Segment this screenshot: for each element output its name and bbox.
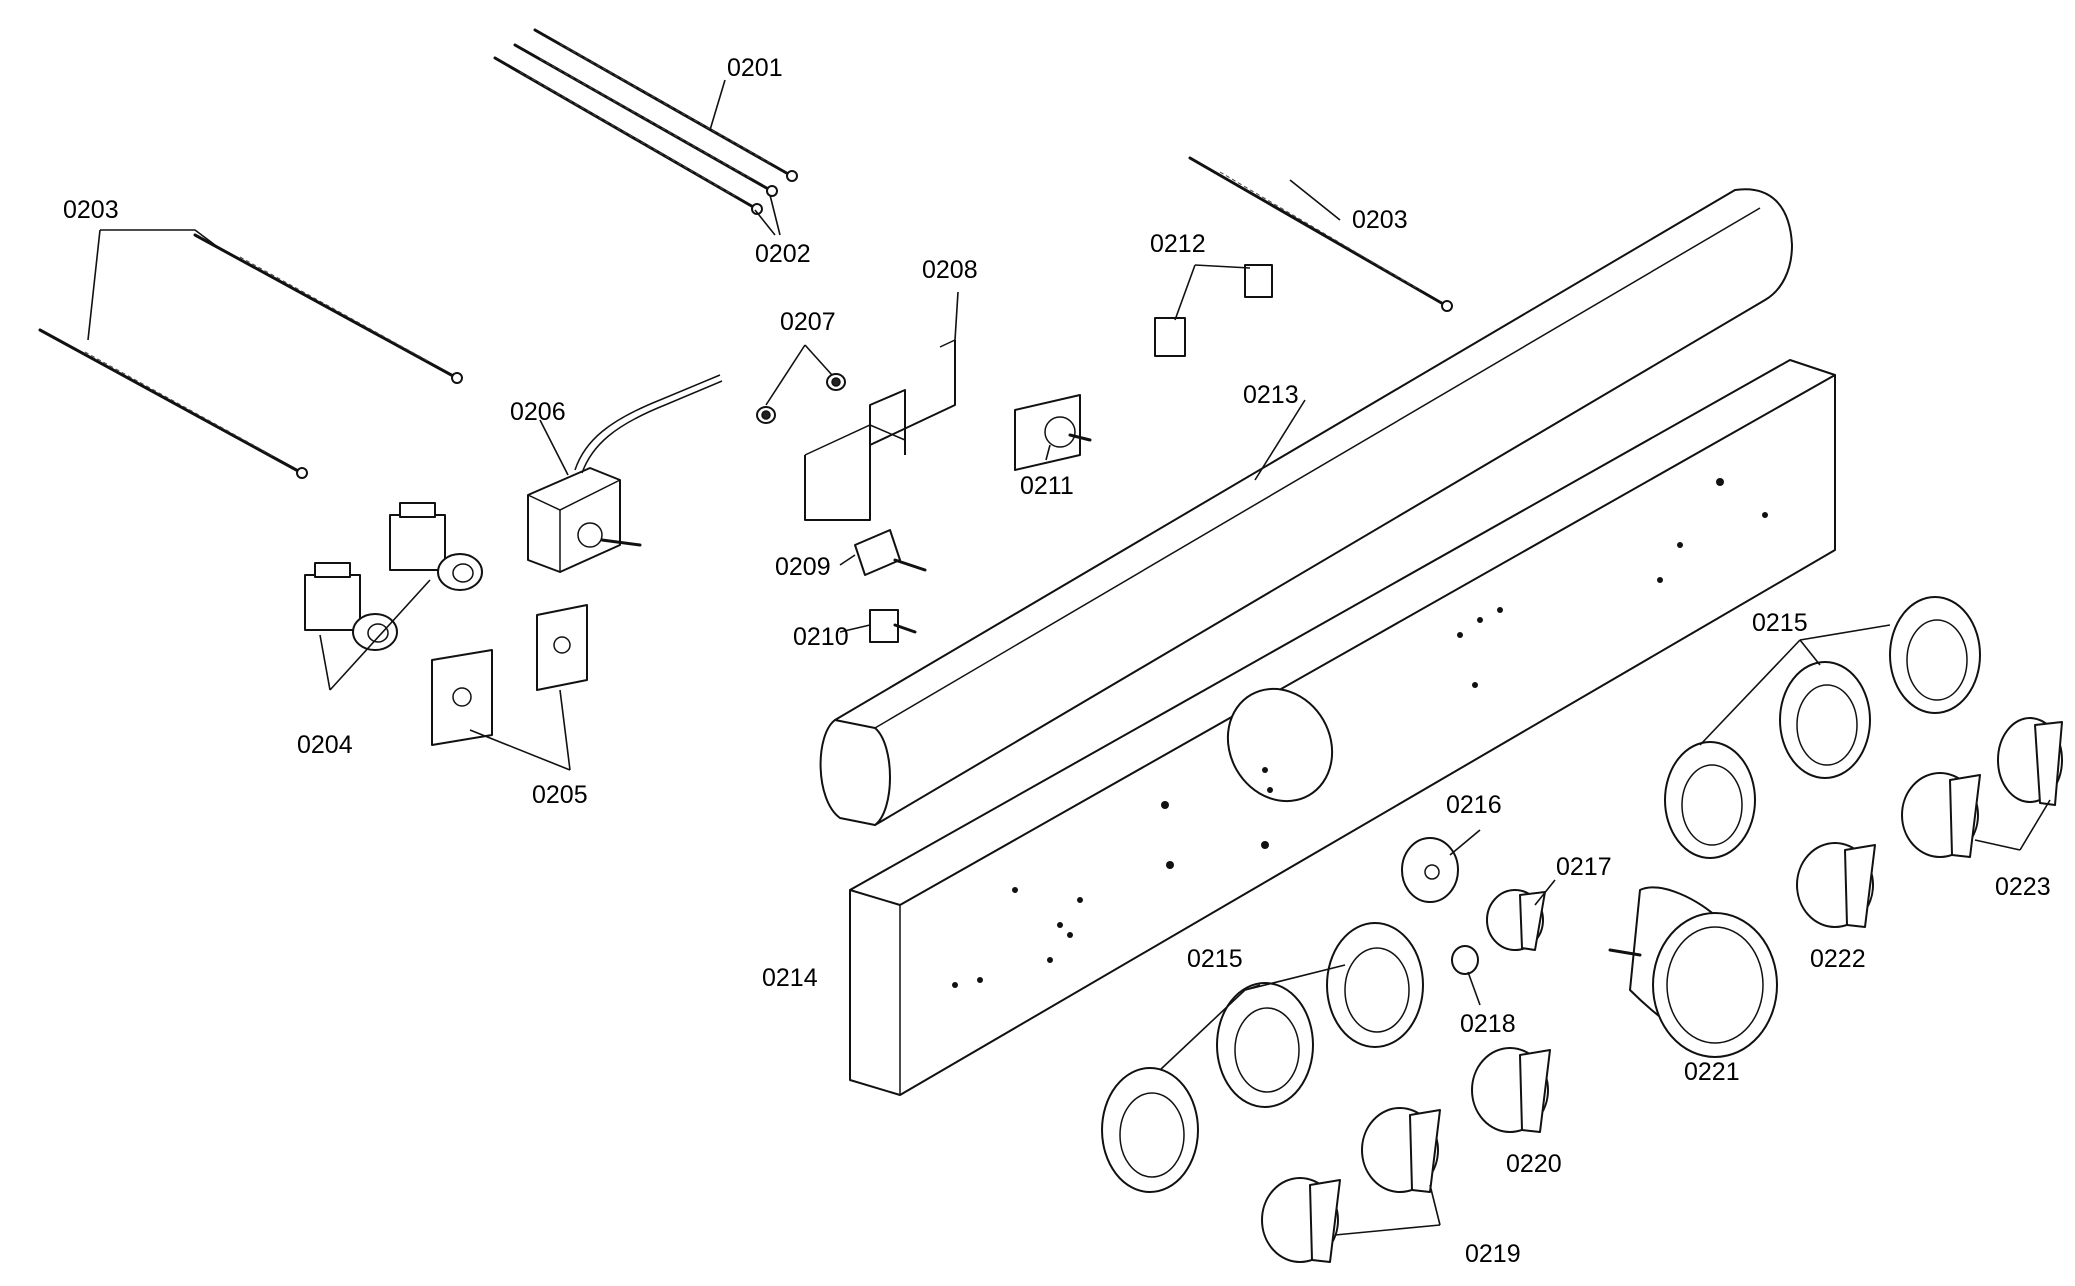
label-0207: 0207	[780, 308, 836, 336]
valve-0204-b	[389, 502, 483, 591]
knob-0218	[1451, 945, 1479, 975]
label-0215-left: 0215	[1187, 945, 1243, 973]
knob-0223-b	[1997, 717, 2063, 806]
label-0216: 0216	[1446, 791, 1502, 819]
knob-0219-b	[1361, 1107, 1441, 1193]
thermostat-0206	[527, 374, 723, 573]
label-0208: 0208	[922, 256, 978, 284]
label-0205: 0205	[532, 781, 588, 809]
trim-0213	[819, 188, 1793, 826]
rod-group-0201-0202	[493, 28, 798, 215]
label-0220: 0220	[1506, 1150, 1562, 1178]
part-labels: 0201 0202 0203 0203 0204 0205 0206 0207 …	[63, 54, 2051, 1268]
label-0202: 0202	[755, 240, 811, 268]
knob-0217	[1486, 889, 1546, 951]
label-0215-right: 0215	[1752, 609, 1808, 637]
label-0221: 0221	[1684, 1058, 1740, 1086]
switch-0209	[854, 529, 927, 576]
switch-board-0205-a	[431, 649, 493, 746]
leader-lines	[87, 79, 2051, 1236]
bezel-0215-r3	[1889, 596, 1981, 714]
label-0218: 0218	[1460, 1010, 1516, 1038]
label-0203-right: 0203	[1352, 206, 1408, 234]
rod-0203-right	[1188, 156, 1453, 312]
label-0201: 0201	[727, 54, 783, 82]
bracket-0208	[804, 339, 956, 521]
panel-holes	[952, 478, 1768, 988]
label-0210: 0210	[793, 623, 849, 651]
switch-0211	[1014, 394, 1092, 471]
rod-group-0203-left	[38, 233, 463, 479]
knob-0222	[1796, 842, 1876, 928]
bezel-0215-l3	[1326, 922, 1424, 1048]
label-0214: 0214	[762, 964, 818, 992]
bezel-0215-r2	[1779, 661, 1871, 779]
label-0211: 0211	[1020, 472, 1074, 500]
knob-0219-a	[1261, 1177, 1341, 1263]
label-0219: 0219	[1465, 1240, 1521, 1268]
knob-0223-a	[1901, 772, 1981, 858]
label-0217: 0217	[1556, 853, 1612, 881]
gauge-0221	[1608, 886, 1778, 1058]
label-0206: 0206	[510, 398, 566, 426]
bezel-0215-l2	[1216, 982, 1314, 1108]
bezel-0215-r1	[1664, 741, 1756, 859]
nut-0207-a	[756, 406, 776, 424]
switch-board-0205-b	[536, 604, 588, 691]
label-0204: 0204	[297, 731, 353, 759]
bezel-0215-l1	[1101, 1067, 1199, 1193]
valve-0204-a	[304, 562, 398, 651]
micro-switch-0212-a	[1154, 317, 1186, 357]
label-0212: 0212	[1150, 230, 1206, 258]
label-0223: 0223	[1995, 873, 2051, 901]
escutcheon-0216	[1401, 837, 1459, 903]
nut-0207-b	[826, 373, 846, 391]
label-0213: 0213	[1243, 381, 1299, 409]
switch-0210	[869, 609, 917, 643]
knob-0220	[1471, 1047, 1551, 1133]
control-panel-0214	[849, 359, 1836, 1096]
micro-switch-0212-b	[1244, 264, 1273, 298]
label-0222: 0222	[1810, 945, 1866, 973]
label-0209: 0209	[775, 553, 831, 581]
label-0203-left: 0203	[63, 196, 119, 224]
